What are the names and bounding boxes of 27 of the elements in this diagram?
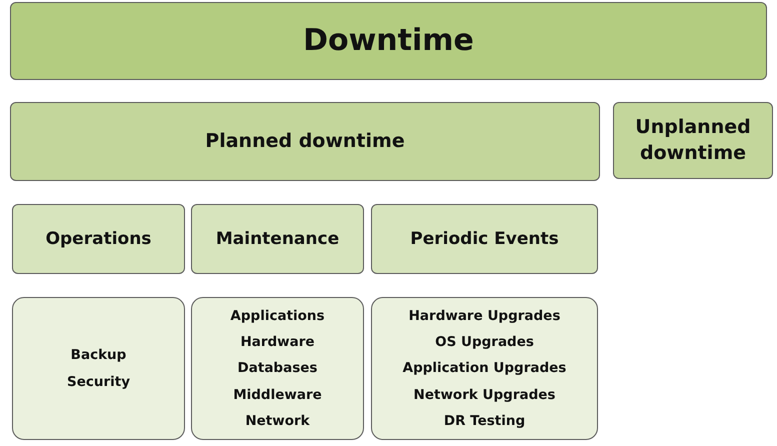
list-box <box>12 297 185 440</box>
list-item: Hardware Upgrades <box>408 306 560 326</box>
list-item: OS Upgrades <box>435 333 534 352</box>
list-item: Databases <box>238 359 318 378</box>
list-box <box>191 297 364 440</box>
category-box <box>371 204 598 274</box>
list-item: DR Testing <box>444 412 526 431</box>
list-item: Hardware <box>240 333 315 352</box>
category-box <box>10 102 600 181</box>
category-box <box>12 204 185 274</box>
list-item: Security <box>66 372 130 392</box>
category-box <box>613 102 773 179</box>
list-item: Middleware <box>233 386 322 405</box>
list-item: Backup <box>70 346 126 366</box>
box-label: Unplanned downtime <box>634 114 752 166</box>
list-item: Application Upgrades <box>402 359 566 378</box>
list-box <box>371 297 598 440</box>
list-item: Network <box>245 412 310 431</box>
title-box <box>10 2 767 80</box>
box-label: Downtime <box>303 22 474 60</box>
list-item: Network Upgrades <box>414 386 556 405</box>
category-box <box>191 204 364 274</box>
box-label: Maintenance <box>216 228 340 250</box>
box-label: Periodic Events <box>410 228 559 250</box>
box-label: Operations <box>46 228 152 250</box>
box-label: Planned downtime <box>205 128 405 154</box>
list-item: Applications <box>230 306 325 326</box>
